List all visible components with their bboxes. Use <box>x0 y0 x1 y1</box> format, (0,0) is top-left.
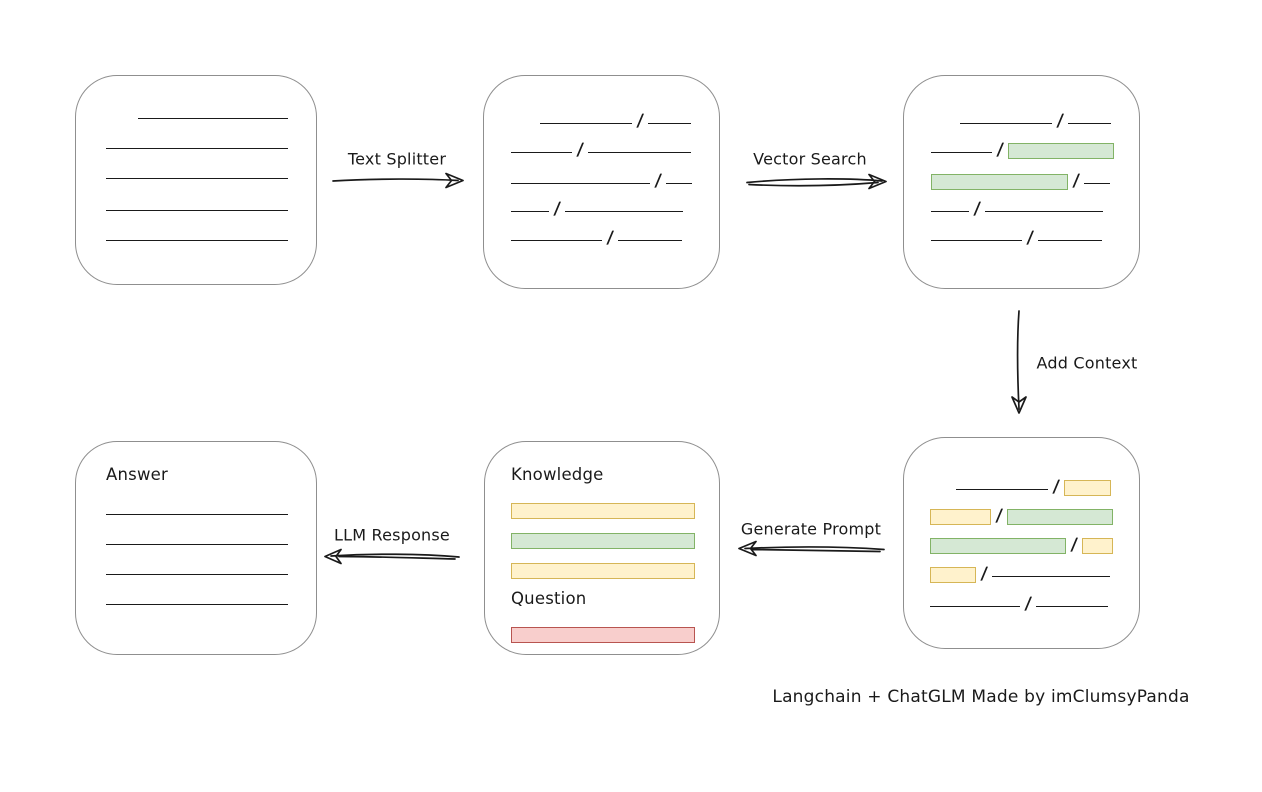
text-line <box>648 123 692 124</box>
text-line <box>666 183 693 184</box>
answer-box: Answer <box>75 441 317 655</box>
text-row: / <box>931 187 1112 219</box>
split-chunks-box: ///// <box>483 75 720 289</box>
highlight-green <box>511 533 695 549</box>
text-line <box>931 152 992 153</box>
text-row <box>106 548 288 578</box>
text-line <box>960 123 1052 124</box>
llm-response-arrow <box>324 548 460 565</box>
text-line <box>618 240 683 241</box>
text-row <box>106 122 288 152</box>
highlight-green <box>1008 143 1115 159</box>
box-label-knowledge: Knowledge <box>511 465 604 484</box>
text-row: / <box>931 156 1112 191</box>
text-row <box>106 518 288 548</box>
document-box <box>75 75 317 285</box>
slash-separator: / <box>1026 228 1035 248</box>
text-row: / <box>930 493 1114 526</box>
text-line <box>511 183 650 184</box>
text-row: Question <box>511 576 693 612</box>
text-line <box>511 211 549 212</box>
slash-separator: / <box>606 228 615 248</box>
text-line <box>588 152 692 153</box>
vector-search-arrow <box>746 173 887 190</box>
generate-prompt-arrow <box>738 540 885 557</box>
text-line <box>930 606 1020 607</box>
generate-prompt-label: Generate Prompt <box>740 519 882 539</box>
text-line <box>1084 183 1111 184</box>
text-line <box>106 544 288 545</box>
matched-chunks-box: ///// <box>903 75 1140 289</box>
text-row: / <box>930 464 1113 497</box>
text-splitter-arrow <box>332 172 464 189</box>
text-line <box>106 178 288 179</box>
text-line <box>511 240 602 241</box>
text-row <box>106 578 288 608</box>
highlight-yellow <box>511 563 695 579</box>
text-row: Answer <box>106 458 286 488</box>
text-row: / <box>930 551 1113 584</box>
text-row <box>511 516 695 549</box>
text-line <box>985 211 1104 212</box>
text-row: / <box>511 156 693 191</box>
text-row: Knowledge <box>511 458 693 488</box>
text-line <box>1038 240 1103 241</box>
add-context-arrow <box>1011 310 1027 414</box>
text-line <box>540 123 632 124</box>
text-line <box>138 118 288 119</box>
box-label-question: Question <box>511 589 587 608</box>
slash-separator: / <box>1024 594 1033 614</box>
text-line <box>1036 606 1109 607</box>
text-row: / <box>930 580 1113 614</box>
text-row: / <box>511 187 692 219</box>
text-splitter-label: Text Splitter <box>347 149 447 169</box>
box-label-answer: Answer <box>106 465 168 484</box>
highlight-yellow <box>930 509 991 525</box>
text-line <box>106 210 288 211</box>
highlight-green <box>930 538 1066 554</box>
text-line <box>511 152 572 153</box>
text-line <box>931 240 1022 241</box>
text-line <box>956 489 1048 490</box>
highlight-green <box>1007 509 1114 525</box>
text-row: / <box>931 127 1115 160</box>
add-context-label: Add Context <box>1036 353 1138 373</box>
text-row <box>106 214 288 244</box>
text-row <box>106 152 288 182</box>
text-line <box>106 604 288 605</box>
text-row: / <box>931 98 1112 131</box>
highlight-yellow <box>1064 480 1112 496</box>
text-line <box>992 576 1111 577</box>
text-row <box>106 92 288 122</box>
text-row <box>106 182 288 214</box>
highlight-green <box>931 174 1068 190</box>
text-line <box>565 211 684 212</box>
text-line <box>106 240 288 241</box>
text-row: / <box>930 522 1114 555</box>
text-row <box>511 488 695 519</box>
text-row <box>106 488 288 518</box>
text-line <box>106 574 288 575</box>
text-line <box>931 211 969 212</box>
highlight-yellow <box>1082 538 1114 554</box>
text-row: / <box>511 98 692 131</box>
caption: Langchain + ChatGLM Made by imClumsyPand… <box>772 687 1190 707</box>
context-chunks-box: ///// <box>903 437 1140 649</box>
highlight-yellow <box>511 503 695 519</box>
text-row <box>511 612 695 643</box>
vector-search-label: Vector Search <box>753 149 867 169</box>
text-row: / <box>931 215 1112 248</box>
text-line <box>106 514 288 515</box>
text-row: / <box>511 215 692 248</box>
text-line <box>106 148 288 149</box>
text-row <box>511 546 695 579</box>
text-line <box>1068 123 1112 124</box>
llm-response-label: LLM Response <box>334 525 450 545</box>
highlight-yellow <box>930 567 976 583</box>
highlight-red <box>511 627 695 643</box>
text-row: / <box>511 127 692 160</box>
